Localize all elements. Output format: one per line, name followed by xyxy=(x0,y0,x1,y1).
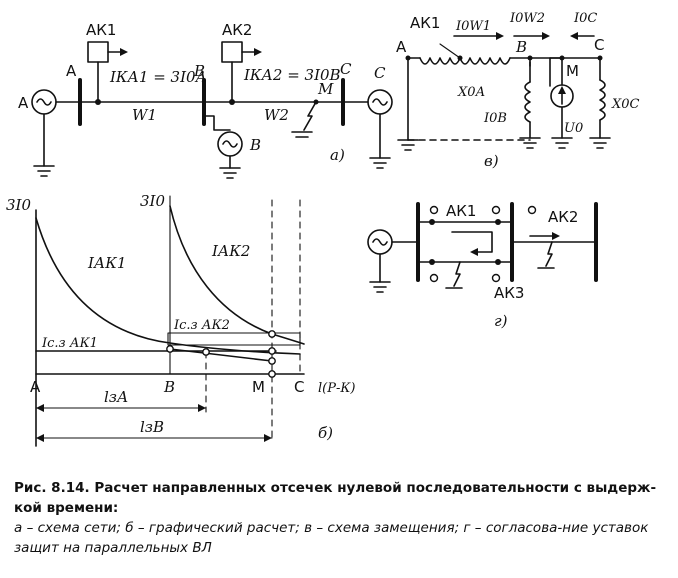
label-y-3i0-left: 3I0 xyxy=(6,196,31,214)
source-c-ground-icon xyxy=(369,157,391,169)
label-i0w2: I0W2 xyxy=(509,11,545,26)
relay-ak1-box xyxy=(87,41,109,63)
label-i0c: I0С xyxy=(573,11,597,26)
panel-b-graph: 3I0 3I0 IАК1 IАК2 Iс.з АК1 Iс.з АК2 А В … xyxy=(6,192,356,447)
label-w2: W2 xyxy=(264,106,289,124)
fault-g-left-icon xyxy=(453,261,461,287)
source-b-sine xyxy=(222,140,238,148)
label-w1: W1 xyxy=(132,106,157,124)
label-bus-c: С xyxy=(340,60,352,78)
label-x-axis: l(Р-К) xyxy=(318,381,356,396)
label-x-m: М xyxy=(252,378,265,396)
panel-b-label: б) xyxy=(318,424,333,442)
label-v-ak1: АК1 xyxy=(410,14,440,32)
diagram-canvas: АК1 АК2 А А IКА1 = 3I0А В IКА2 = 3I0В W1… xyxy=(6,11,640,447)
label-ic-ak1: Iс.з АК1 xyxy=(41,336,98,351)
label-v-a: А xyxy=(396,38,407,56)
label-g-ak2: АК2 xyxy=(548,208,578,226)
label-v-b: В xyxy=(515,38,527,56)
curve-iak2 xyxy=(169,205,305,345)
label-x-c: С xyxy=(294,378,304,396)
label-lza: lзА xyxy=(104,388,128,406)
source-b-branch xyxy=(203,115,231,131)
panel-g-parallel-lines: АК1 АК2 АК3 г) xyxy=(367,202,598,330)
panel-a-label: а) xyxy=(330,146,345,164)
label-fault-m: М xyxy=(317,80,334,98)
source-g-ground-icon xyxy=(369,281,391,293)
label-ika1: IКА1 = 3I0А xyxy=(109,68,207,86)
fault-m-bolt-icon xyxy=(303,101,317,131)
x0c-coil xyxy=(599,79,606,121)
label-y-3i0-mid: 3I0 xyxy=(140,192,165,210)
caption-items: а – схема сети; б – графический расчет; … xyxy=(14,520,649,556)
figure-caption: Рис. 8.14. Расчет направленных отсечек н… xyxy=(14,478,666,558)
source-a-sine xyxy=(36,98,52,106)
label-source-c: С xyxy=(374,64,386,82)
relay-ak2-box xyxy=(221,41,243,63)
label-x-b: В xyxy=(163,378,175,396)
label-ak2: АК2 xyxy=(222,21,252,39)
node-c-ground-icon xyxy=(589,137,611,149)
label-x0c: X0С xyxy=(611,97,640,112)
label-ika2: IКА2 = 3I0В xyxy=(243,66,341,84)
node-m-ground-icon xyxy=(551,137,573,149)
label-v-c: С xyxy=(594,36,604,54)
source-b-ground-icon xyxy=(219,167,241,179)
panel-v-label: в) xyxy=(484,152,499,170)
label-ak1: АК1 xyxy=(86,21,116,39)
label-g-ak3: АК3 xyxy=(494,284,524,302)
fault-m-ground-icon xyxy=(291,131,313,138)
label-x-a: А xyxy=(30,378,41,396)
label-ic-ak2: Iс.з АК2 xyxy=(173,318,230,333)
curve-residual xyxy=(169,348,273,362)
panel-a-network: АК1 АК2 А А IКА1 = 3I0А В IКА2 = 3I0В W1… xyxy=(18,21,393,179)
node-b-ground-icon xyxy=(519,137,541,149)
label-source-a: А xyxy=(18,94,29,112)
threshold-ak2-box xyxy=(167,332,301,346)
label-i0w1: I0W1 xyxy=(455,19,491,34)
label-g-ak1: АК1 xyxy=(446,202,476,220)
label-x0a: X0А xyxy=(457,85,485,100)
circulation-arrow-icon xyxy=(451,231,493,253)
label-i0b: I0В xyxy=(483,111,507,126)
label-v-m: М xyxy=(566,62,579,80)
label-iak1: IАК1 xyxy=(87,254,126,272)
panel-v-equivalent-circuit: АК1 I0W1 I0W2 I0С А В С М X0А I0В U0 X0С… xyxy=(396,11,640,170)
x0a-coil xyxy=(419,57,511,65)
label-bus-a: А xyxy=(66,62,77,80)
label-lzb: lзВ xyxy=(140,418,164,436)
source-c-sine xyxy=(372,98,388,106)
label-source-b: В xyxy=(249,136,261,154)
label-u0: U0 xyxy=(564,121,583,136)
i0b-coil xyxy=(524,81,531,123)
source-a-ground-icon xyxy=(33,165,55,177)
caption-title: Рис. 8.14. Расчет направленных отсечек н… xyxy=(14,480,657,516)
label-bus-b: В xyxy=(193,62,205,80)
node-a-ground-icon xyxy=(397,139,419,151)
panel-g-label: г) xyxy=(494,312,508,330)
label-iak2: IАК2 xyxy=(211,242,250,260)
fault-g-right-icon xyxy=(545,241,553,267)
